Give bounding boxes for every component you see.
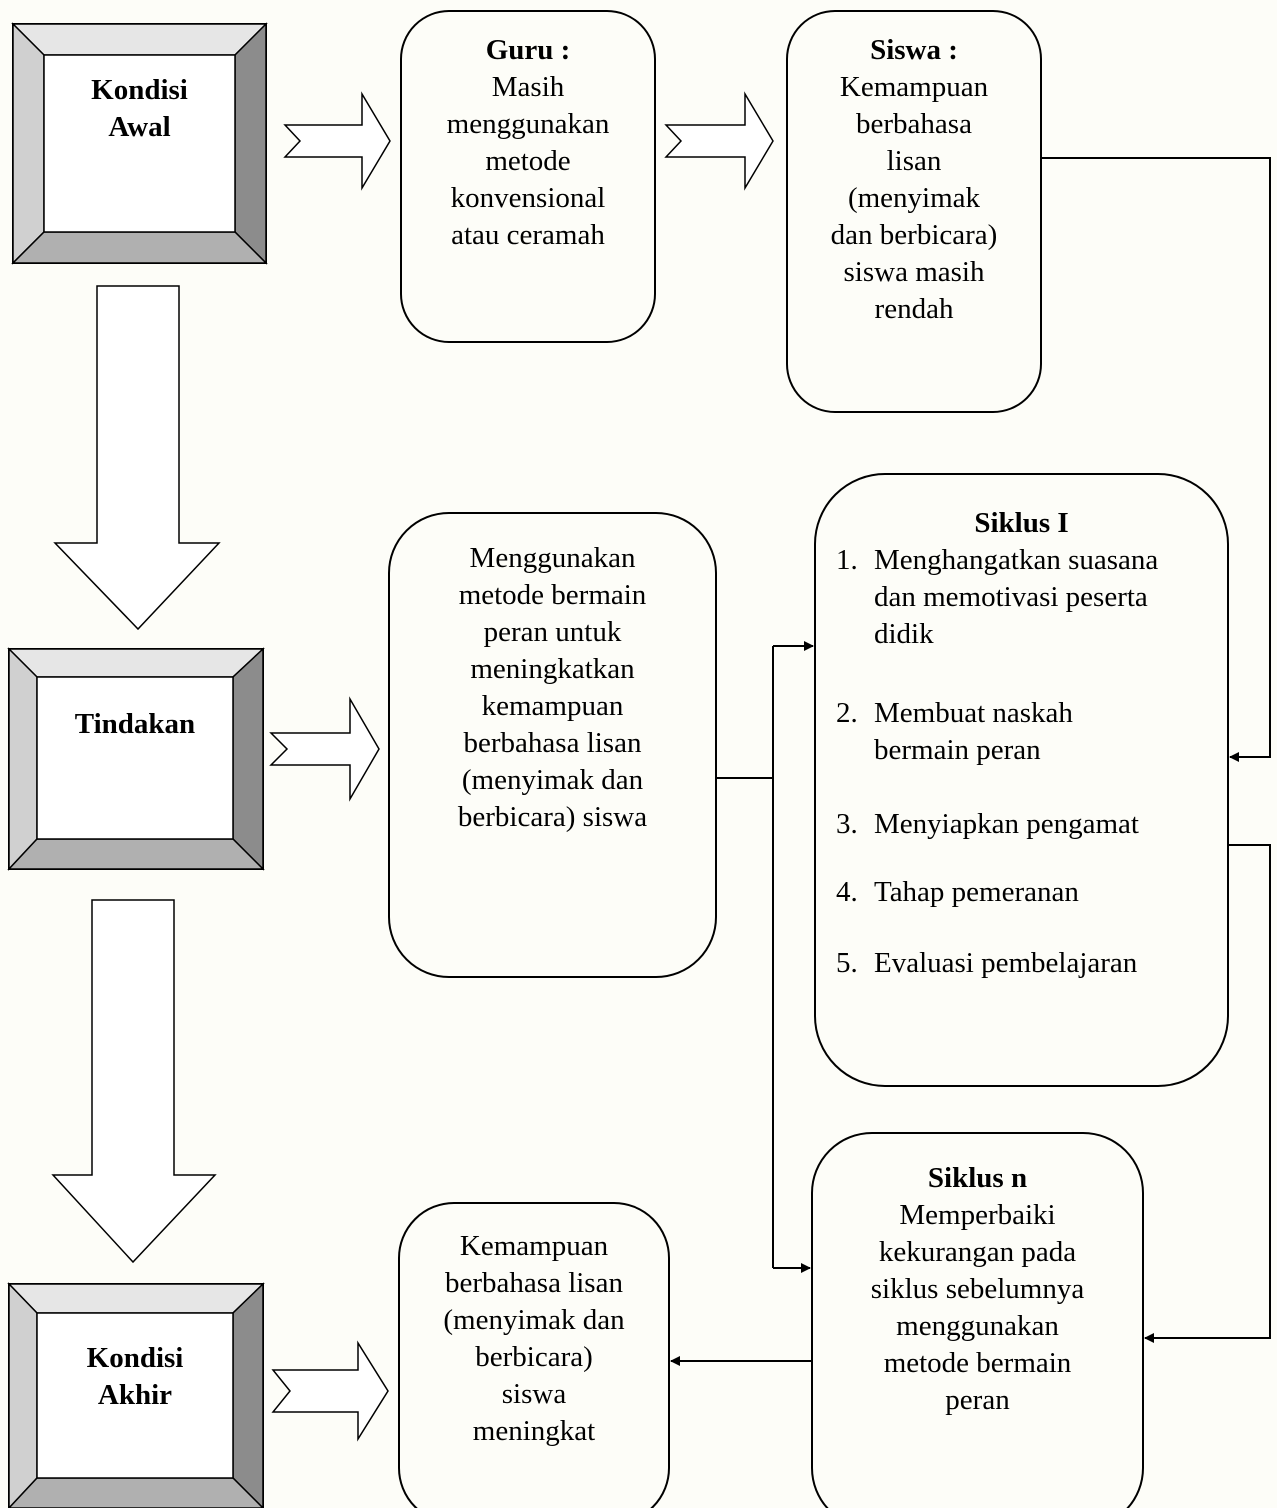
hasil-line: meningkat: [472, 1415, 596, 1447]
siklus-n-line: peran: [945, 1384, 1010, 1416]
hasil-line: Kemampuan: [459, 1230, 609, 1262]
step-number: 5.: [836, 947, 858, 979]
siklus-n-line: siklus sebelumnya: [870, 1273, 1085, 1305]
guru-line: Masih: [491, 71, 565, 103]
block-arrow-right-3: [269, 696, 380, 802]
siswa-line: berbahasa: [856, 108, 972, 140]
siklus-n-line: kekurangan pada: [878, 1236, 1077, 1268]
block-arrow-right-2: [664, 91, 774, 191]
metode-line: (menyimak dan: [461, 764, 644, 796]
siswa-line: rendah: [874, 293, 954, 325]
guru-line: konvensional: [450, 182, 606, 214]
metode-line: kemampuan: [481, 690, 624, 722]
block-arrow-right-1: [283, 91, 391, 191]
step-number: 3.: [836, 808, 858, 840]
guru-text: Guru : Masih menggunakan metode konvensi…: [401, 32, 655, 254]
metode-line: metode bermain: [458, 579, 647, 611]
siklus-1-box: [814, 473, 1229, 1087]
block-arrow-right-4: [271, 1340, 389, 1442]
guru-line: menggunakan: [446, 108, 610, 140]
step-line: Menghangatkan suasana: [874, 544, 1159, 576]
siswa-line: Kemampuan: [839, 71, 989, 103]
metode-line: Menggunakan: [469, 542, 636, 574]
hasil-line: berbicara): [475, 1341, 593, 1373]
siswa-line: lisan: [886, 145, 942, 177]
siklus-n-text: Siklus n Memperbaiki kekurangan pada sik…: [812, 1160, 1143, 1419]
guru-title: Guru :: [485, 34, 571, 66]
metode-text: Menggunakan metode bermain peran untuk m…: [389, 540, 716, 836]
siklus-n-line: Memperbaiki: [899, 1199, 1056, 1231]
step-number: 4.: [836, 876, 858, 908]
step-line: bermain peran: [874, 734, 1041, 766]
guru-box: [400, 10, 656, 343]
step-text: Menyiapkan pengamat: [874, 806, 1139, 843]
metode-box: [388, 512, 717, 978]
tindakan-label: Tindakan: [74, 708, 196, 740]
guru-line: metode: [485, 145, 571, 177]
step-text: Evaluasi pembelajaran: [874, 945, 1137, 982]
step-text: Membuat naskah bermain peran: [874, 695, 1073, 769]
connector-siklus1-siklusn: [1144, 844, 1271, 1343]
kondisi-awal-box: [11, 22, 268, 265]
siklus-n-line: metode bermain: [883, 1347, 1072, 1379]
metode-line: berbahasa lisan: [463, 727, 642, 759]
connector-siswa-siklus1: [1041, 157, 1271, 762]
siklus-n-title: Siklus n: [927, 1162, 1028, 1194]
step-text: Menghangatkan suasana dan memotivasi pes…: [874, 542, 1158, 653]
hasil-text: Kemampuan berbahasa lisan (menyimak dan …: [399, 1228, 669, 1450]
siswa-line: siswa masih: [843, 256, 985, 288]
siklus-1-steps: 1. Menghangatkan suasana dan memotivasi …: [836, 542, 1216, 982]
hasil-box: [398, 1202, 670, 1508]
kondisi-akhir-line-2: Akhir: [97, 1379, 173, 1411]
siklus-1-title: Siklus I: [974, 507, 1069, 539]
step-line: didik: [874, 618, 934, 650]
guru-line: atau ceramah: [451, 219, 605, 251]
hasil-line: siswa: [501, 1378, 567, 1410]
siswa-title: Siswa :: [870, 34, 958, 66]
hasil-line: berbahasa lisan: [445, 1267, 623, 1299]
siswa-line: (menyimak: [847, 182, 981, 214]
tindakan-box: [7, 647, 265, 871]
kondisi-awal-label: Kondisi Awal: [44, 72, 235, 146]
kondisi-akhir-line-1: Kondisi: [86, 1342, 184, 1374]
kondisi-awal-line-2: Awal: [108, 111, 171, 143]
block-arrow-down-2: [51, 899, 217, 1264]
kondisi-akhir-box: [7, 1282, 265, 1508]
kondisi-awal-line-1: Kondisi: [91, 74, 188, 106]
metode-line: berbicara) siswa: [457, 801, 648, 833]
metode-line: meningkatkan: [470, 653, 635, 685]
siswa-line: dan berbicara): [830, 219, 998, 251]
step-text: Tahap pemeranan: [874, 874, 1079, 911]
step-line: Membuat naskah: [874, 697, 1073, 729]
step-line: Evaluasi pembelajaran: [874, 947, 1138, 979]
block-arrow-down-1: [53, 285, 221, 631]
siklus-n-line: menggunakan: [896, 1310, 1059, 1342]
step-line: Menyiapkan pengamat: [874, 808, 1139, 840]
step-line: dan memotivasi peserta: [874, 581, 1148, 613]
hasil-line: (menyimak dan: [443, 1304, 625, 1336]
metode-line: peran untuk: [483, 616, 622, 648]
step-number: 2.: [836, 697, 858, 729]
step-line: Tahap pemeranan: [874, 876, 1079, 908]
step-number: 1.: [836, 544, 858, 576]
siswa-box: [786, 10, 1042, 413]
siklus-n-box: [811, 1132, 1144, 1508]
kondisi-akhir-label: Kondisi Akhir: [37, 1340, 233, 1414]
siswa-text: Siswa : Kemampuan berbahasa lisan (menyi…: [787, 32, 1041, 328]
